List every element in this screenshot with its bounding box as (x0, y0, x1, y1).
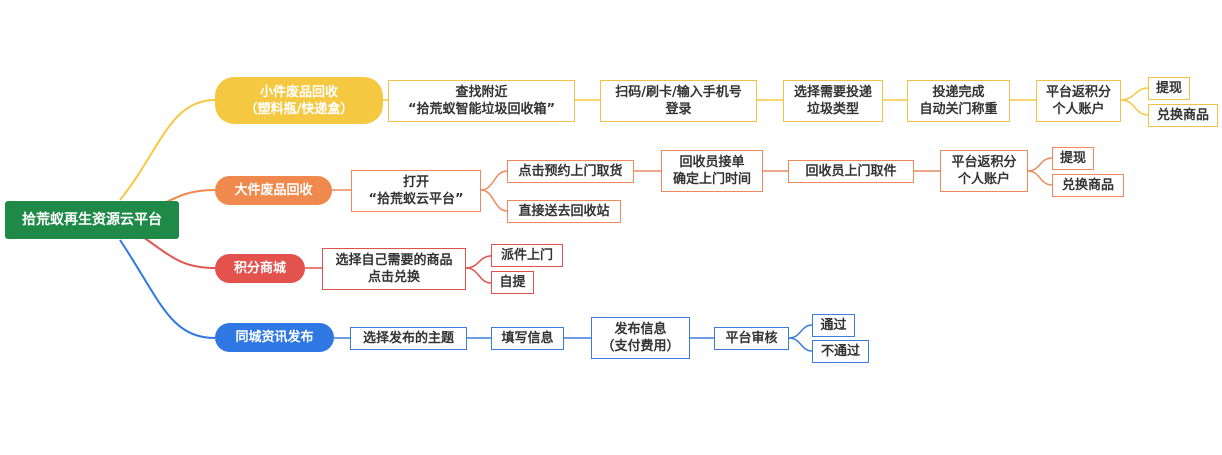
b2-open-platform: 打开 “拾荒蚁云平台” (351, 170, 481, 212)
b4-fill-info: 填写信息 (491, 327, 564, 350)
b3-choose-goods: 选择自己需要的商品 点击兑换 (322, 248, 466, 290)
branch-city-info: 同城资讯发布 (215, 323, 334, 352)
link-root-branch4 (119, 239, 216, 339)
b1-delivered: 投递完成 自动关门称重 (907, 80, 1010, 122)
b1-find-box: 查找附近 “拾荒蚁智能垃圾回收箱” (388, 80, 575, 122)
b2-withdraw: 提现 (1052, 147, 1094, 170)
b1-points: 平台返积分 个人账户 (1036, 80, 1121, 122)
b4-pass: 通过 (812, 314, 855, 337)
b4-choose-topic: 选择发布的主题 (350, 327, 467, 350)
b1-exchange: 兑换商品 (1148, 104, 1218, 127)
root-node: 拾荒蚁再生资源云平台 (5, 201, 179, 239)
b4-publish: 发布信息 （支付费用） (591, 317, 690, 359)
b2-points: 平台返积分 个人账户 (940, 150, 1028, 192)
branch-points-mall: 积分商城 (215, 254, 305, 283)
link-root-branch1 (119, 99, 216, 201)
b1-withdraw: 提现 (1148, 77, 1190, 100)
b3-self-pickup: 自提 (491, 271, 534, 294)
b1-select-type: 选择需要投递 垃圾类型 (783, 80, 883, 122)
b3-deliver: 派件上门 (491, 244, 563, 267)
branch-small-waste: 小件废品回收 （塑料瓶/快递盒） (215, 77, 383, 124)
branch-large-waste: 大件废品回收 (215, 176, 332, 205)
b2-collector-pickup: 回收员上门取件 (788, 160, 914, 183)
b4-fail: 不通过 (812, 340, 869, 363)
b2-exchange: 兑换商品 (1052, 174, 1124, 197)
b2-book-pickup: 点击预约上门取货 (507, 160, 634, 183)
b2-collector-accept: 回收员接单 确定上门时间 (661, 150, 763, 192)
b1-login: 扫码/刷卡/输入手机号 登录 (600, 80, 757, 122)
link-root-branch3 (139, 234, 216, 269)
b2-send-station: 直接送去回收站 (507, 200, 621, 223)
b4-review: 平台审核 (714, 327, 789, 350)
